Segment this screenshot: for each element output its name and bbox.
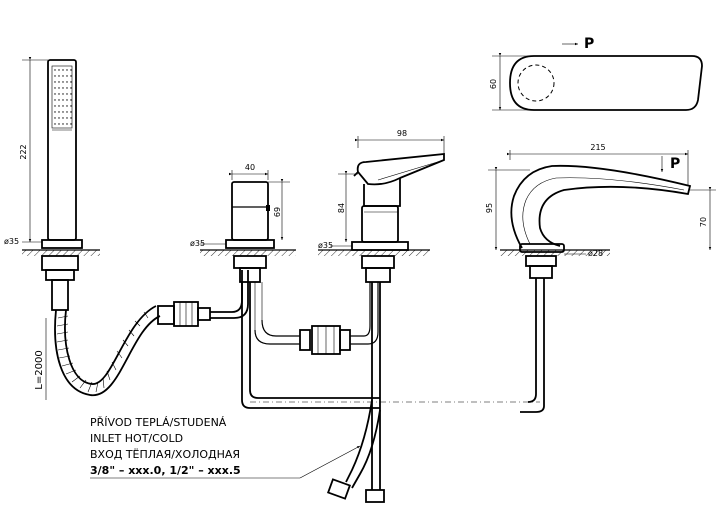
- dim-spout-length: 215: [590, 143, 605, 152]
- dim-valve-width: 40: [245, 163, 255, 172]
- flexible-hose: [54, 270, 249, 396]
- dim-shower-diameter: ø35: [4, 237, 19, 246]
- bath-spout: 215 P 95 70 ø28: [485, 143, 716, 413]
- note-line-4: 3/8" – xxx.0, 1/2" – xxx.5: [90, 464, 241, 477]
- shower-nozzle-grid: [54, 69, 72, 125]
- dim-spout-height: 95: [485, 203, 494, 213]
- dim-valve-diameter: ø35: [190, 239, 205, 248]
- label-shower-length: L=2000: [34, 350, 45, 389]
- dim-spout-outlet: 70: [699, 217, 708, 227]
- top-view: P 60: [489, 36, 703, 111]
- inlet-note: PŘÍVOD TEPLÁ/STUDENÁ INLET HOT/COLD ВХОД…: [90, 416, 361, 479]
- mixer-body: 98 84 ø35: [318, 129, 445, 503]
- dim-shower-height: 222: [19, 144, 28, 159]
- hand-shower: 222 ø35: [4, 57, 100, 400]
- pipe-coupling: [299, 282, 379, 355]
- dim-mixer-width: 98: [397, 129, 407, 138]
- dim-spout-diameter: ø28: [588, 249, 603, 258]
- label-pressure-top: P: [584, 36, 594, 52]
- dim-mixer-diameter: ø35: [318, 241, 333, 250]
- dim-valve-height: 69: [273, 207, 282, 217]
- dim-mixer-height: 84: [337, 203, 346, 213]
- label-pressure-side: P: [670, 156, 680, 172]
- note-line-1: PŘÍVOD TEPLÁ/STUDENÁ: [90, 416, 227, 429]
- note-line-3: ВХОД ТЁПЛАЯ/ХОЛОДНАЯ: [90, 448, 240, 461]
- note-line-2: INLET HOT/COLD: [90, 432, 183, 445]
- diverter-valve: 40 69 ø35: [190, 163, 380, 409]
- dim-top-depth: 60: [489, 79, 498, 89]
